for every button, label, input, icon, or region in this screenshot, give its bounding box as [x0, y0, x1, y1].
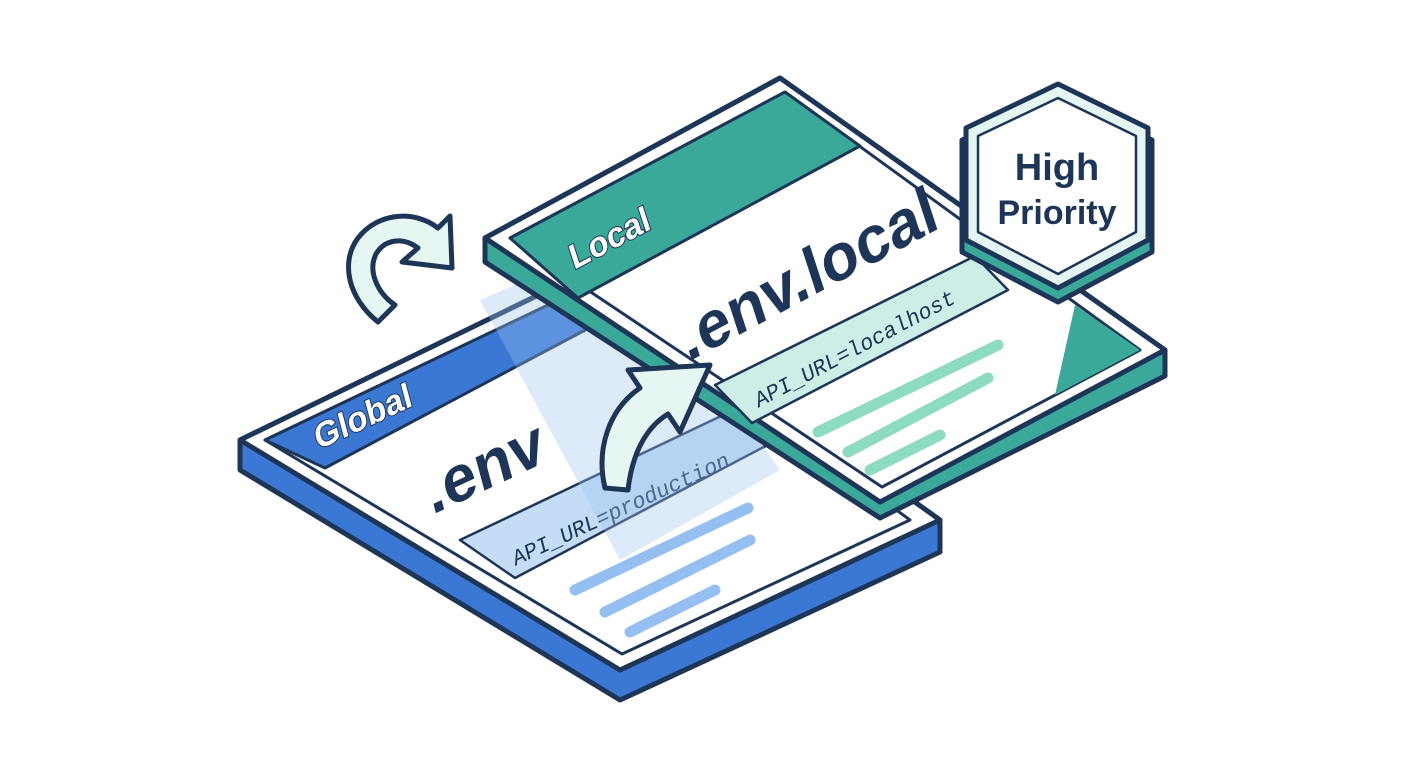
badge-line-2: Priority	[997, 194, 1116, 232]
badge-line-1: High	[1015, 147, 1099, 189]
priority-badge: High Priority	[959, 81, 1155, 305]
local-header-band	[508, 90, 862, 300]
global-content-line	[624, 584, 721, 638]
curved-arrow-icon	[599, 362, 713, 493]
global-content-line	[599, 534, 756, 618]
local-env-panel: Local .env.local API_URL=localhost	[482, 75, 1168, 521]
global-env-panel: Global .env API_URL=production	[237, 267, 943, 703]
global-content-line	[569, 502, 754, 596]
refresh-arrow-icon	[345, 213, 455, 325]
local-content-line	[842, 372, 994, 458]
local-content-line	[812, 339, 1004, 438]
local-variable-band	[713, 254, 1010, 425]
global-content-lines	[569, 502, 756, 638]
local-content-lines	[812, 339, 1004, 476]
local-accent-corner	[1055, 305, 1140, 395]
local-content-line	[864, 429, 946, 476]
badge-inner	[976, 96, 1138, 276]
